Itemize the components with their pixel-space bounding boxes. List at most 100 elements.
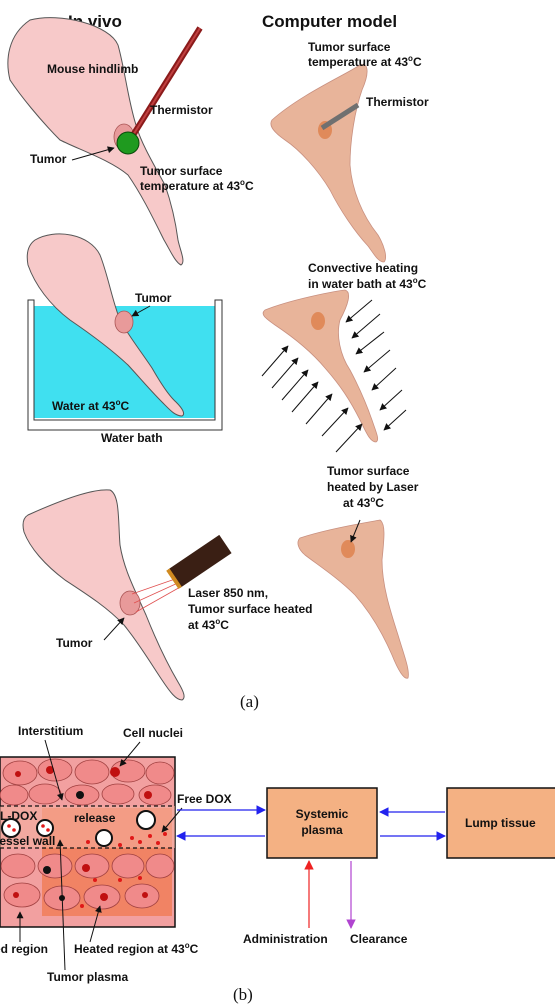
- surface-line2-text: temperature at 43: [140, 179, 240, 193]
- dox-dot: [118, 878, 122, 882]
- label-thermistor-invivo: Thermistor: [150, 103, 213, 117]
- dox-dot: [148, 834, 152, 838]
- mouse-hindlimb-shape: [8, 18, 183, 265]
- cell: [1, 854, 35, 878]
- cell: [75, 854, 109, 878]
- cell: [38, 759, 72, 781]
- label-water-bath: Water bath: [101, 431, 163, 445]
- label-systemic-line1: Systemic: [296, 807, 349, 821]
- model-surface-unit: C: [413, 55, 422, 69]
- label-interstitium: Interstitium: [18, 724, 83, 738]
- cell: [29, 784, 61, 804]
- cell: [0, 785, 28, 805]
- label-heated-region: Heated region at 43oC: [74, 941, 199, 956]
- liposome: [96, 830, 112, 846]
- heated-region-unit: C: [190, 942, 199, 956]
- convective-arrows-left: [262, 346, 362, 452]
- label-l-dox: L-DOX: [0, 809, 37, 823]
- laser-device: [166, 535, 231, 589]
- convective-unit: C: [418, 277, 427, 291]
- laser-unit: C: [220, 618, 229, 632]
- cell: [75, 760, 109, 784]
- label-cell-nuclei: Cell nuclei: [123, 726, 183, 740]
- label-laser-line1: Laser 850 nm,: [188, 586, 268, 600]
- convection-arrow: [306, 394, 332, 424]
- model-tumor-row2: [311, 312, 325, 330]
- label-model-row3-line2: heated by Laser: [327, 480, 419, 494]
- label-surface-line1: Tumor surface: [140, 164, 223, 178]
- header-computer-model: Computer model: [262, 12, 397, 31]
- convection-arrow: [356, 332, 384, 354]
- dox-dot: [130, 836, 134, 840]
- nucleus: [144, 791, 152, 799]
- convection-arrow: [282, 370, 308, 400]
- dox-dot: [163, 832, 167, 836]
- label-tumor-row2: Tumor: [135, 291, 172, 305]
- label-release: release: [74, 811, 116, 825]
- label-clearance: Clearance: [350, 932, 408, 946]
- caption-a: (a): [240, 692, 259, 711]
- label-model-row3-line1: Tumor surface: [327, 464, 410, 478]
- label-mouse-hindlimb: Mouse hindlimb: [47, 62, 138, 76]
- label-laser-line3: at 43oC: [188, 617, 229, 632]
- cell: [4, 883, 40, 907]
- model-row3-line3-text: at 43: [343, 496, 371, 510]
- heated-region-text: Heated region at 43: [74, 942, 185, 956]
- cell: [146, 854, 174, 878]
- dox-dot: [156, 841, 160, 845]
- cell: [112, 854, 144, 878]
- thermistor-rod-highlight: [130, 28, 200, 140]
- label-laser-line2: Tumor surface heated: [188, 602, 312, 616]
- dox-dot: [86, 840, 90, 844]
- dox-dot: [46, 828, 50, 832]
- laser-body: [168, 535, 232, 588]
- label-model-surface-line2: temperature at 43oC: [308, 54, 422, 69]
- label-lump-tissue: Lump tissue: [465, 816, 536, 830]
- label-model-thermistor: Thermistor: [366, 95, 429, 109]
- nucleus: [142, 892, 148, 898]
- nucleus: [15, 771, 21, 777]
- label-convective-line2: in water bath at 43oC: [308, 276, 427, 291]
- caption-b: (b): [233, 985, 253, 1004]
- cell: [102, 784, 134, 804]
- nucleus: [110, 767, 120, 777]
- water-text: Water at 43: [52, 399, 116, 413]
- nucleus: [82, 864, 90, 872]
- dox-dot: [41, 824, 45, 828]
- convection-arrow: [352, 314, 380, 338]
- water-unit: C: [120, 399, 129, 413]
- convection-arrow: [364, 350, 390, 372]
- mouse-hindlimb-row3: [23, 490, 184, 700]
- cell: [146, 762, 174, 784]
- cell: [38, 854, 72, 878]
- label-administration: Administration: [243, 932, 328, 946]
- label-surface-line2: temperature at 43oC: [140, 178, 254, 193]
- convection-arrow: [346, 300, 372, 322]
- convection-arrow: [380, 390, 402, 410]
- dox-dot: [7, 824, 11, 828]
- laser-line3-text: at 43: [188, 618, 216, 632]
- convection-arrow: [372, 368, 396, 390]
- model-row3-unit: C: [375, 496, 384, 510]
- label-tumor-row3: Tumor: [56, 636, 93, 650]
- dox-dot: [138, 876, 142, 880]
- convection-arrow: [272, 358, 298, 388]
- cell: [125, 884, 159, 908]
- model-tumor-row3: [341, 540, 355, 558]
- thermistor-tip: [117, 132, 139, 154]
- label-vessel-wall: Vessel wall: [0, 834, 55, 848]
- tumor-row2: [115, 311, 133, 333]
- convection-arrow: [336, 424, 362, 452]
- nucleus: [43, 866, 51, 874]
- convection-arrow: [384, 410, 406, 430]
- label-tumor-row1: Tumor: [30, 152, 67, 166]
- convection-arrow: [262, 346, 288, 376]
- convective-line2-text: in water bath at 43: [308, 277, 413, 291]
- label-convective-line1: Convective heating: [308, 261, 418, 275]
- model-surface-line2-text: temperature at 43: [308, 55, 408, 69]
- dox-dot: [80, 904, 84, 908]
- label-model-surface-line1: Tumor surface: [308, 40, 391, 54]
- label-systemic-line2: plasma: [301, 823, 343, 837]
- dox-dot: [12, 828, 16, 832]
- label-free-dox: Free DOX: [177, 792, 232, 806]
